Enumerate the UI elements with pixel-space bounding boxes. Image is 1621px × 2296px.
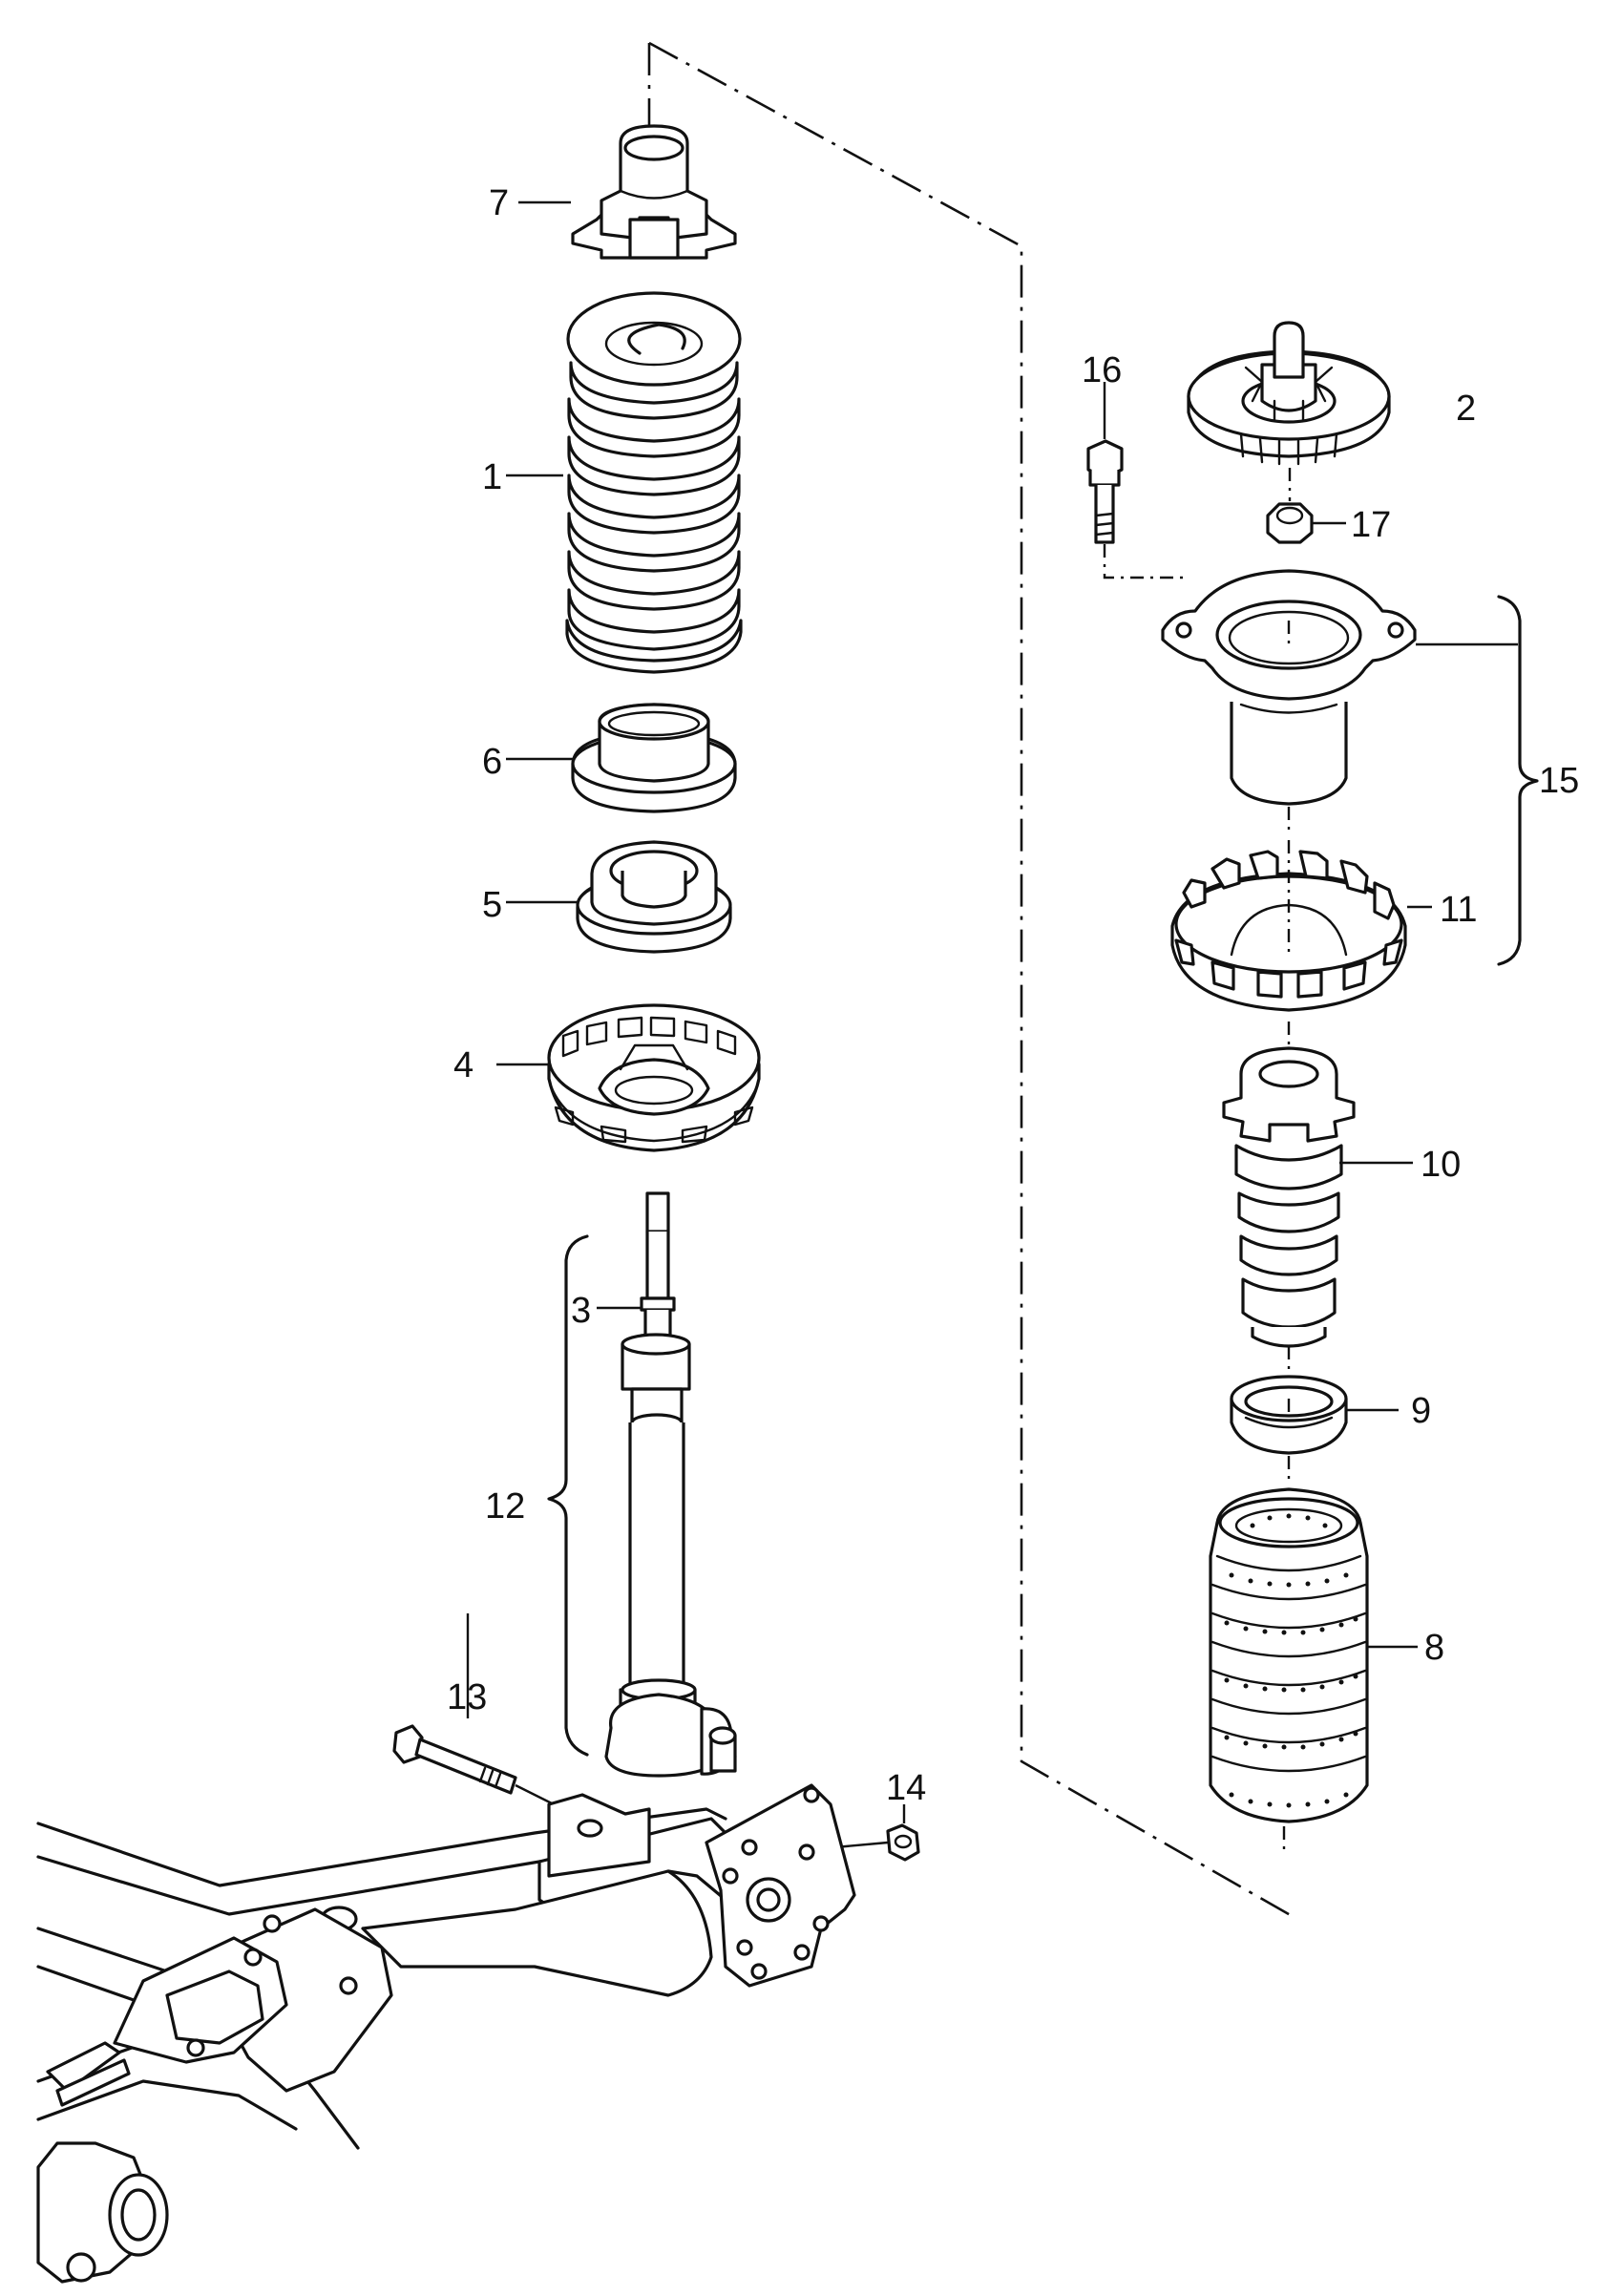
callout-labels: 7 1 6 5 4 3 12 13 14 16 2 17 15 11 10 9 … (447, 183, 1579, 1808)
callout-14: 14 (886, 1768, 926, 1808)
part-9-seal-ring (1230, 1375, 1399, 1485)
bracket-15 (1497, 595, 1539, 966)
callout-7: 7 (489, 183, 509, 223)
callout-11: 11 (1440, 890, 1477, 930)
callout-9: 9 (1411, 1391, 1431, 1431)
part-8-dust-boot (1209, 1487, 1418, 1823)
callout-15: 15 (1539, 761, 1579, 801)
part-11-bump-ring (1170, 840, 1432, 1012)
callout-3: 3 (571, 1291, 591, 1331)
leader-lines (466, 200, 642, 1757)
rear-axle-beam (36, 1783, 856, 2284)
part-14-nut (834, 1804, 920, 1862)
part-2-top-cap (1187, 321, 1391, 466)
part-10-bump-stop (1222, 1022, 1413, 1373)
part-3-shock-absorber (604, 1191, 737, 1778)
callout-13: 13 (447, 1677, 487, 1717)
callout-1: 1 (482, 457, 502, 497)
part-7-stop-cap (571, 124, 737, 260)
part-13-bolt (392, 1724, 555, 1806)
part-16-bolt (1086, 382, 1184, 579)
assembly-guide-lines (647, 41, 1295, 1919)
callout-16: 16 (1082, 350, 1122, 390)
callout-5: 5 (482, 885, 502, 925)
callout-12: 12 (485, 1486, 525, 1527)
part-15-mount-housing (1161, 569, 1518, 831)
callout-17: 17 (1351, 505, 1391, 545)
part-4-mount-cup (547, 1003, 761, 1152)
callout-6: 6 (482, 742, 502, 782)
part-6-spring-seat (571, 703, 737, 813)
part-1-coil-spring (565, 291, 743, 674)
part-17-nut (1266, 468, 1346, 544)
part-5-spring-seat (576, 840, 732, 954)
callout-10: 10 (1421, 1145, 1461, 1185)
callout-8: 8 (1424, 1628, 1444, 1668)
callout-2: 2 (1456, 389, 1476, 429)
callout-4: 4 (453, 1045, 474, 1085)
